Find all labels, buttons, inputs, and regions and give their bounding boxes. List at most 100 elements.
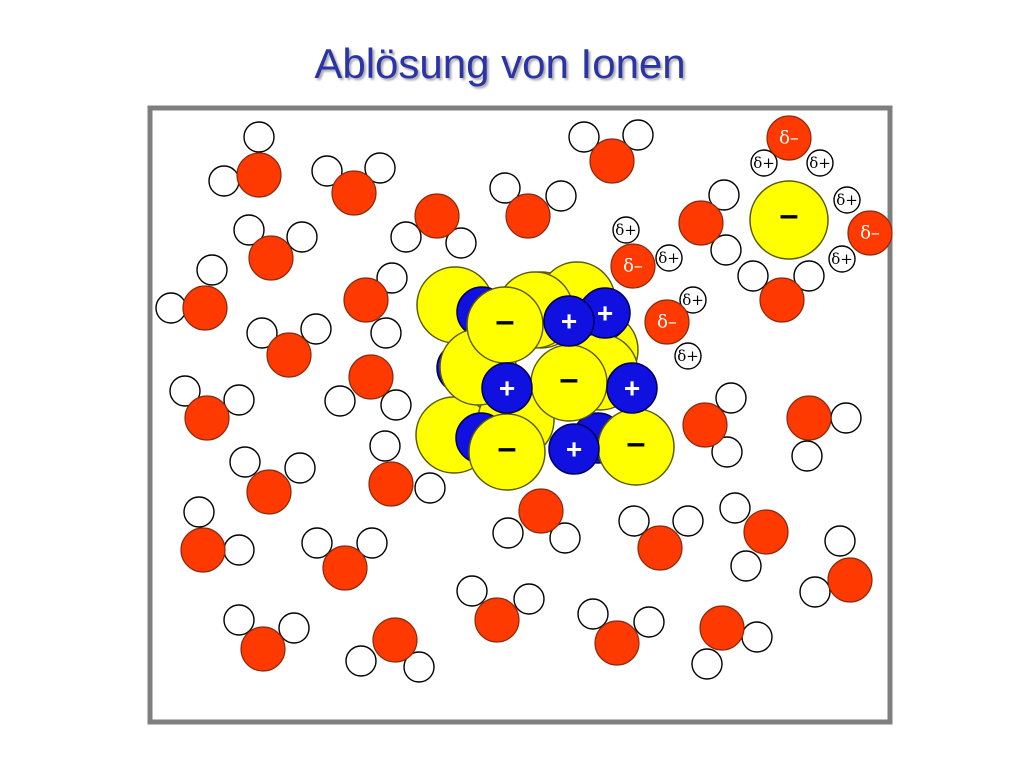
water-molecule: [311, 152, 396, 216]
hydrogen-atom: [246, 317, 278, 349]
hydrated-anion: δ+δ+δ–δ+δ+δ––: [749, 115, 893, 273]
water-molecule: [691, 605, 773, 680]
delta-plus-label: δ+: [615, 221, 637, 239]
hydrogen-atom: [286, 221, 318, 253]
oxygen-atom: [637, 525, 683, 571]
hydrogen-atom: [545, 180, 577, 212]
anion-charge-sign: –: [498, 429, 517, 467]
hydrogen-atom: [828, 245, 856, 273]
oxygen-atom: [518, 488, 564, 534]
oxygen-atom: [368, 461, 414, 507]
water-molecule: [577, 598, 665, 666]
slide-title: Ablösung von Ionen: [314, 40, 686, 87]
anion: –: [749, 180, 829, 260]
delta-minus-label: δ–: [657, 312, 677, 333]
hydrogen-atom: [730, 550, 762, 582]
hydrogen-atom: [833, 186, 861, 214]
hydrogen-atom: [741, 621, 773, 653]
hydrogen-atom: [674, 342, 702, 370]
cation: +: [606, 362, 658, 414]
hydrogen-atom: [300, 313, 332, 345]
hydrogen-atom: [492, 517, 524, 549]
water-molecule: [246, 313, 332, 378]
water-molecule: [301, 527, 388, 591]
cation: +: [543, 295, 595, 347]
oxygen-atom: [786, 395, 832, 441]
delta-minus-label: δ–: [623, 256, 643, 277]
water-molecule: [343, 262, 408, 349]
oxygen-atom: [699, 605, 745, 651]
hydrogen-atom: [229, 446, 261, 478]
delta-plus-label: δ+: [682, 291, 704, 309]
cation-sphere: [543, 295, 595, 347]
oxygen-atom: [474, 597, 520, 643]
water-molecule: [208, 121, 282, 198]
anion-charge-sign: –: [496, 302, 515, 340]
hydrogen-atom: [824, 525, 856, 557]
anion: –: [530, 344, 608, 422]
hydrogen-atom: [243, 121, 275, 153]
hydrogen-atom: [655, 244, 683, 272]
water-molecule: [456, 575, 545, 643]
oxygen-atom: [414, 193, 460, 239]
anion-sphere: [468, 413, 546, 491]
hydrogen-atom: [208, 165, 240, 197]
oxygen-atom: [847, 210, 893, 256]
oxygen-atom: [246, 469, 292, 515]
water-molecule: [368, 430, 446, 507]
oxygen-atom: [594, 620, 640, 666]
oxygen-atom: [505, 193, 551, 239]
hydrogen-atom: [233, 214, 265, 246]
oxygen-atom: [343, 277, 389, 323]
cation-charge-sign: +: [624, 373, 640, 404]
hydrogen-atom: [711, 436, 743, 468]
hydrogen-atom: [737, 260, 769, 292]
water-molecule: [169, 375, 255, 441]
hydrogen-atom: [196, 254, 228, 286]
oxygen-atom: [610, 243, 656, 289]
oxygen-atom: [372, 617, 418, 663]
anion: –: [597, 408, 675, 486]
oxygen-atom: [180, 527, 226, 573]
water-molecule: [682, 382, 747, 468]
delta-minus-label: δ–: [779, 128, 799, 149]
cation-charge-sign: +: [597, 298, 613, 329]
ionic-crystal: ––––+++++: [415, 261, 675, 491]
hydrogen-atom: [691, 648, 723, 680]
water-molecule: [324, 354, 412, 421]
hydrogen-atom: [284, 452, 316, 484]
cation: +: [548, 423, 600, 475]
hydrogen-atom: [183, 496, 215, 528]
oxygen-atom: [348, 354, 394, 400]
water-molecule: [618, 505, 704, 571]
hydrogen-atom: [622, 119, 654, 151]
oxygen-atom: [589, 138, 635, 184]
hydrogen-atom: [445, 227, 477, 259]
water-molecule: [799, 525, 873, 608]
water-molecule: [737, 260, 825, 323]
polarized-water: δ+δ+δ–: [644, 286, 707, 370]
hydrogen-atom: [633, 606, 665, 638]
hydrogen-atom: [223, 534, 255, 566]
oxygen-atom: [743, 509, 789, 555]
delta-plus-label: δ+: [753, 154, 775, 172]
hydrogen-atom: [489, 172, 521, 204]
anion-charge-sign: –: [780, 196, 799, 234]
polarized-water-molecules: δ+δ+δ–δ+δ+δ–: [610, 216, 707, 370]
hydrogen-atom: [791, 440, 823, 472]
hydrogen-atom: [390, 221, 422, 253]
oxygen-atom: [266, 332, 312, 378]
anion: –: [466, 286, 544, 364]
anion-charge-sign: –: [627, 424, 646, 462]
delta-minus-label: δ–: [860, 223, 880, 244]
hydrogen-atom: [223, 384, 255, 416]
water-molecule: [489, 172, 577, 239]
hydrogen-atom: [793, 260, 825, 292]
hydrogen-atom: [356, 527, 388, 559]
water-molecule: [492, 488, 581, 554]
oxygen-atom: [682, 402, 728, 448]
polarized-water: δ+δ+δ–: [750, 115, 834, 177]
oxygen-atom: [644, 299, 690, 345]
oxygen-atom: [331, 170, 377, 216]
delta-plus-label: δ+: [831, 250, 853, 268]
